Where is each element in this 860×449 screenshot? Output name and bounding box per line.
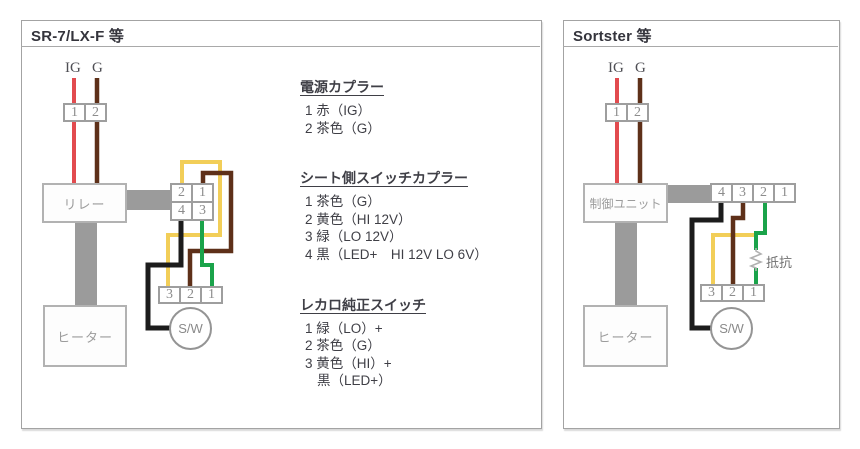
power-coupler-right: 1 2 [605, 103, 649, 122]
g-wire-label-left: G [92, 60, 103, 76]
legend-item: 1 赤（IG） [305, 103, 372, 118]
wire-yellow-hi-left [166, 160, 222, 289]
coupler-pin: 4 [710, 183, 733, 203]
legend-item: 1 緑（LO）+ [305, 320, 383, 336]
legend-section-power: 電源カプラー 1 赤（IG） 2 茶色（G） [300, 77, 550, 137]
coupler-pin: 2 [84, 103, 107, 122]
coupler-pin: 1 [742, 284, 765, 302]
legend-item: 2 茶色（G） [305, 338, 381, 354]
coupler-pin: 1 [63, 103, 86, 122]
wire-black-led-left [145, 221, 184, 331]
wire-brown-loop-right [730, 201, 746, 286]
legend-section-recaro-switch: レカロ純正スイッチ 1 緑（LO）+ 2 茶色（G） 3 黄色（HI）+ 黒（L… [300, 295, 550, 390]
power-coupler-left: 1 2 [63, 103, 107, 122]
coupler-pin: 4 [170, 201, 193, 221]
wire-green-upper-right [754, 201, 767, 250]
right-panel-title: Sortster 等 [563, 20, 838, 47]
coupler-pin: 2 [170, 183, 193, 203]
coupler-pin: 3 [191, 201, 214, 221]
coupler-pin: 2 [626, 103, 649, 122]
switch-circle-right: S/W [710, 307, 753, 350]
ig-wire-label-right: IG [608, 60, 624, 76]
legend-section-seat-coupler: シート側スイッチカプラー 1 茶色（G） 2 黄色（HI 12V） 3 緑（LO… [300, 168, 550, 263]
left-panel-title: SR-7/LX-F 等 [21, 20, 540, 47]
coupler-pin: 2 [721, 284, 744, 302]
legend-item: 4 黒（LED+ HI 12V LO 6V） [305, 246, 488, 262]
legend-item: 1 茶色（G） [305, 194, 381, 210]
relay-box: リレー [42, 183, 127, 223]
wire-brown-loop-left [187, 170, 234, 289]
wire-black-led-right [689, 201, 724, 331]
legend-section-title: レカロ純正スイッチ [300, 296, 426, 313]
heater-box-left: ヒーター [43, 305, 127, 367]
switch-circle-left: S/W [169, 307, 212, 350]
legend-section-title: シート側スイッチカプラー [300, 170, 468, 187]
coupler-pin: 1 [191, 183, 214, 203]
g-wire-label-right: G [635, 60, 646, 76]
legend-item: 3 黄色（HI）+ [305, 355, 392, 371]
coupler-pin: 3 [700, 284, 723, 302]
coupler-pin: 3 [731, 183, 754, 203]
coupler-pin: 1 [605, 103, 628, 122]
switch-coupler-left: 3 2 1 [158, 286, 223, 304]
coupler-pin: 1 [200, 286, 223, 304]
resistor-icon [748, 248, 764, 271]
coupler-pin: 2 [179, 286, 202, 304]
legend-item: 3 緑（LO 12V） [305, 229, 403, 245]
legend-item: 黒（LED+） [317, 373, 392, 389]
wire-green-lo-left [200, 221, 214, 289]
legend-section-title: 電源カプラー [300, 79, 384, 95]
switch-coupler-right: 3 2 1 [700, 284, 765, 302]
seat-switch-coupler-left: 2 1 4 3 [170, 183, 216, 221]
harness-gray-bars [75, 185, 714, 307]
unit-coupler-right: 4 3 2 1 [710, 183, 796, 203]
ig-wire-label-left: IG [65, 60, 81, 76]
right-panel [563, 20, 840, 429]
legend-item: 2 黄色（HI 12V） [305, 211, 412, 227]
legend-item: 2 茶色（G） [305, 120, 381, 136]
coupler-pin: 1 [773, 183, 796, 203]
wire-yellow-hi-right [711, 233, 756, 286]
coupler-pin: 2 [752, 183, 775, 203]
left-panel [21, 20, 542, 429]
heater-box-right: ヒーター [583, 305, 668, 367]
resistor-label: 抵抗 [766, 255, 793, 270]
control-unit-box: 制御ユニット [583, 183, 668, 223]
legend: 電源カプラー 1 赤（IG） 2 茶色（G） シート側スイッチカプラー 1 茶色… [300, 77, 550, 421]
coupler-pin: 3 [158, 286, 181, 304]
